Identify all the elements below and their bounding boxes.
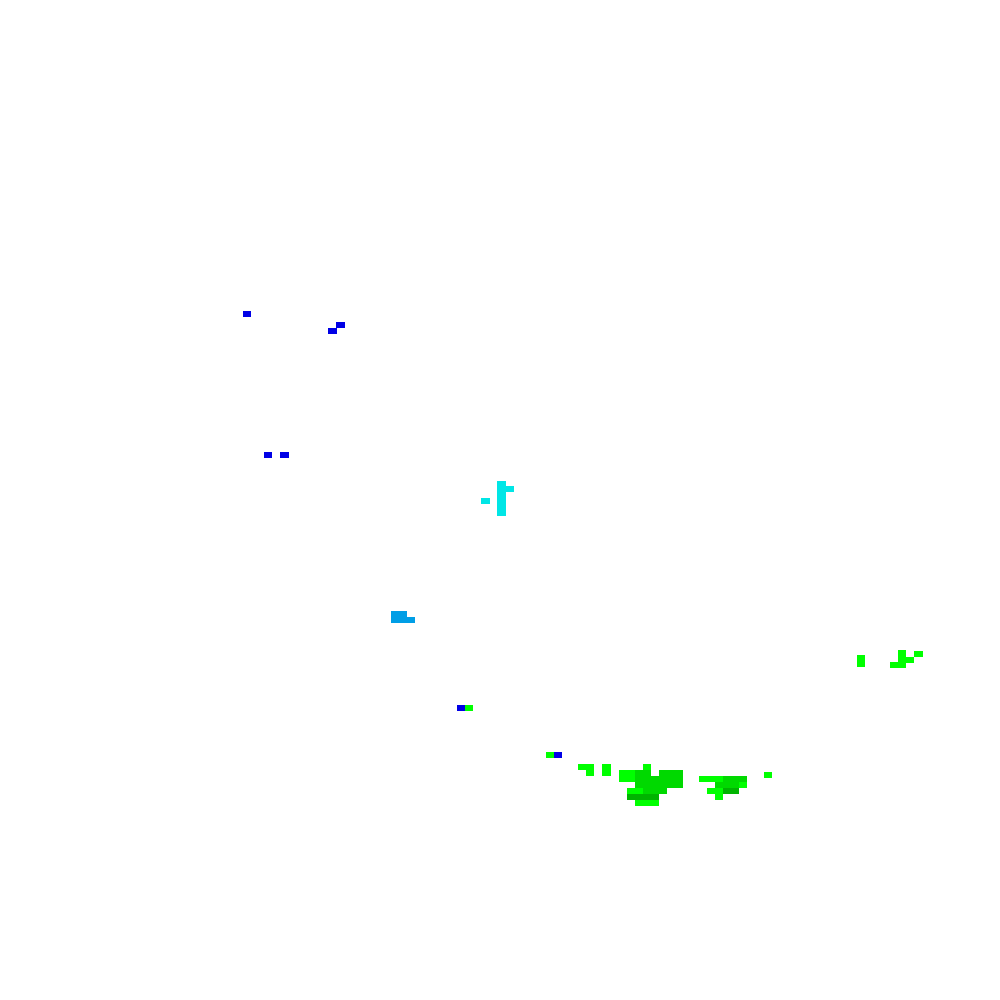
echo-cell bbox=[707, 788, 723, 794]
echo-cell bbox=[465, 705, 473, 711]
echo-cell bbox=[643, 764, 651, 770]
echo-cell bbox=[264, 452, 272, 458]
echo-cell bbox=[723, 776, 747, 782]
echo-cell bbox=[659, 770, 683, 788]
echo-cell bbox=[407, 617, 415, 623]
echo-cell bbox=[243, 311, 251, 317]
echo-cluster-south bbox=[457, 705, 562, 758]
echo-cell bbox=[554, 752, 562, 758]
echo-cell bbox=[764, 772, 772, 778]
echo-cell bbox=[699, 776, 723, 782]
echo-cell bbox=[635, 770, 651, 788]
echo-cell bbox=[715, 782, 739, 788]
echo-cell bbox=[457, 705, 465, 711]
echo-cluster-center bbox=[481, 481, 514, 516]
echo-cell bbox=[651, 776, 659, 788]
echo-cell bbox=[857, 655, 865, 667]
echo-cell bbox=[578, 764, 594, 770]
echo-cell bbox=[481, 498, 490, 504]
echo-cell bbox=[627, 794, 659, 800]
echo-cell bbox=[914, 651, 923, 657]
echo-cell bbox=[723, 788, 739, 794]
echo-cluster-east bbox=[857, 650, 923, 668]
echo-cell bbox=[739, 782, 747, 788]
echo-cell bbox=[328, 328, 337, 334]
echo-cell bbox=[627, 788, 643, 794]
echo-cell bbox=[602, 764, 611, 776]
echo-cell bbox=[890, 662, 906, 668]
echo-cell bbox=[546, 752, 554, 758]
echo-cell bbox=[391, 611, 407, 623]
echo-cell bbox=[505, 486, 514, 492]
echo-cell bbox=[898, 657, 914, 663]
echo-cluster-northwest bbox=[243, 311, 345, 334]
echo-cell bbox=[715, 794, 723, 800]
echo-cell bbox=[635, 800, 659, 806]
echo-cluster-southwest bbox=[391, 611, 415, 623]
echo-cell bbox=[586, 770, 594, 776]
echo-cluster-southeast bbox=[578, 764, 772, 806]
echo-cell bbox=[497, 489, 506, 516]
echo-cell bbox=[898, 650, 906, 658]
echo-cell bbox=[619, 770, 635, 782]
echo-cell bbox=[280, 452, 289, 458]
echo-cluster-west bbox=[264, 452, 289, 458]
echo-cell bbox=[497, 481, 506, 489]
echo-cell bbox=[336, 322, 345, 328]
echo-cell bbox=[643, 788, 667, 794]
